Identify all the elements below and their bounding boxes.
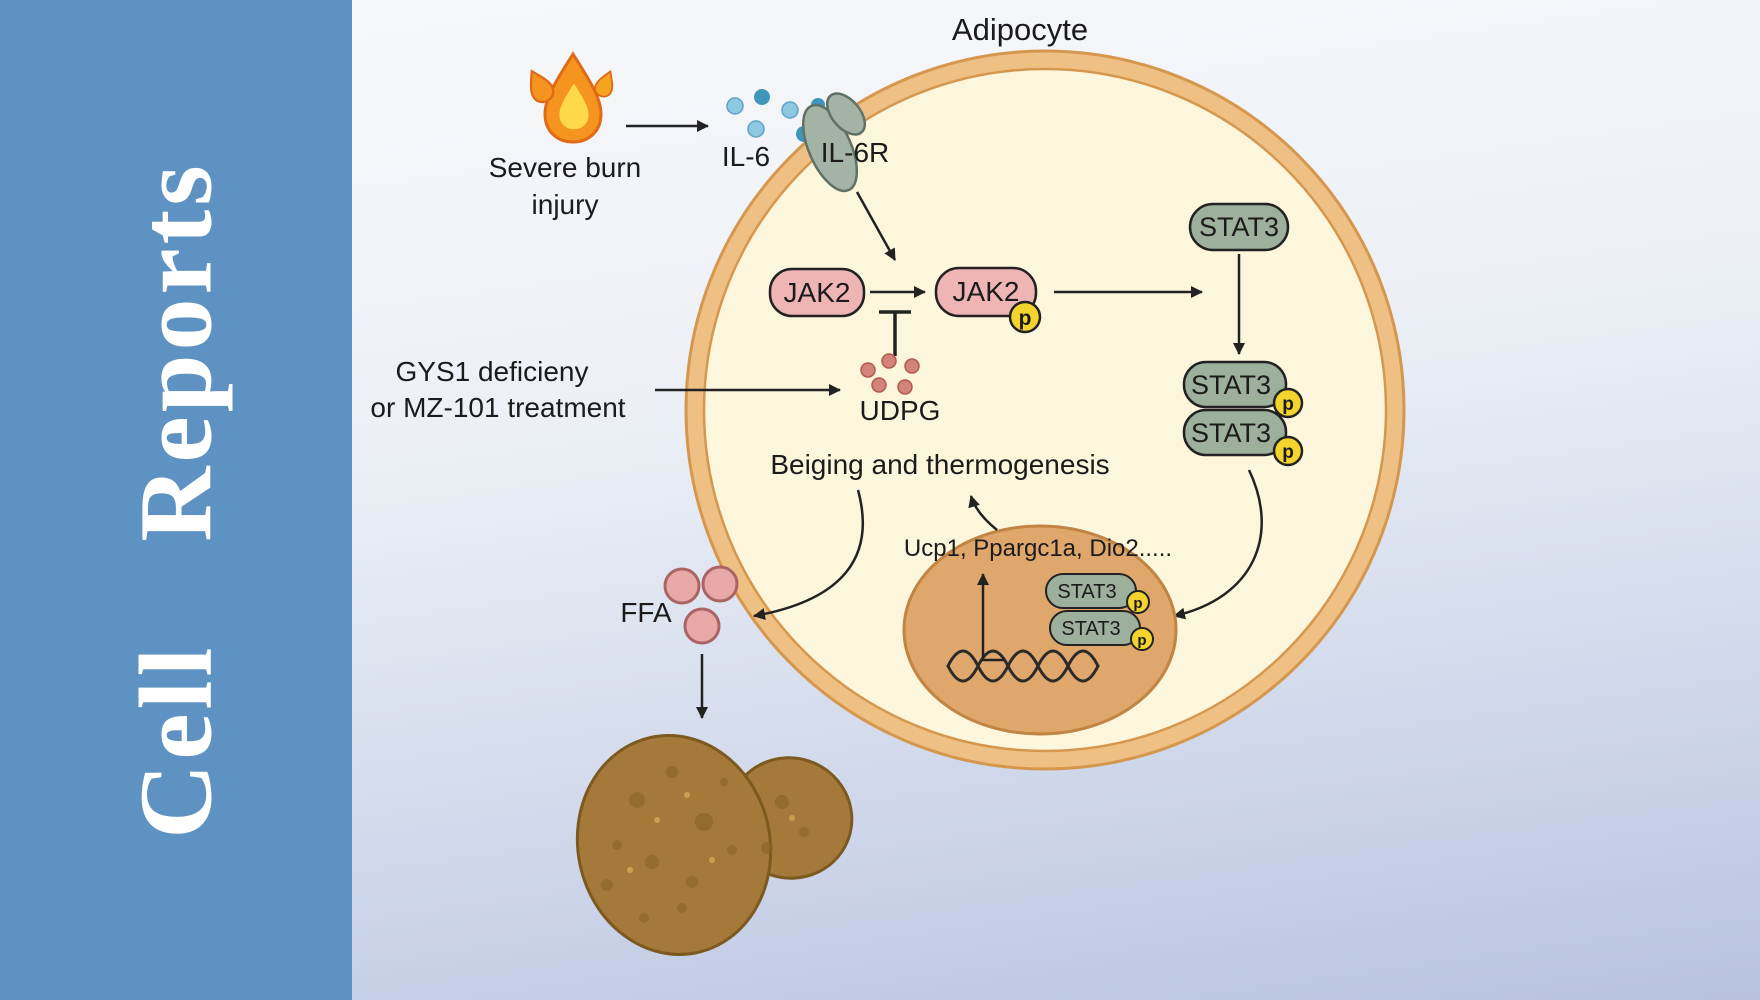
stat3-box xyxy=(1188,202,1290,252)
nucleus-stat3-bottom-label: STAT3 xyxy=(1061,618,1120,640)
liver-highlight-spots xyxy=(627,792,795,873)
intervention-label-line2: or MZ-101 treatment xyxy=(370,392,625,423)
udpg-dot xyxy=(881,353,897,369)
phospho-badge xyxy=(1272,387,1304,419)
dna-strand xyxy=(946,649,1100,683)
il6-dot xyxy=(747,120,765,138)
jak2-label: JAK2 xyxy=(784,277,851,308)
udpg-dot xyxy=(871,377,887,393)
stat3-dimer-top-label: STAT3 xyxy=(1191,370,1271,400)
il6-label: IL-6 xyxy=(722,141,770,172)
intervention-label-line1: GYS1 deficieny xyxy=(396,356,589,387)
arrow-dimer-to-nucleus xyxy=(1173,469,1263,620)
arrow-genes-to-process xyxy=(968,495,998,531)
stat3-dimer-bottom-label: STAT3 xyxy=(1191,418,1271,448)
udpg-label: UDPG xyxy=(860,395,941,426)
cell-membrane-outer-edge xyxy=(684,49,1406,771)
phospho-label: p xyxy=(1137,632,1146,649)
adipocyte-label: Adipocyte xyxy=(952,12,1088,47)
phospho-label: p xyxy=(1282,442,1294,463)
stat3-dimer-bottom-box xyxy=(1182,408,1288,457)
phospho-label: p xyxy=(1133,595,1142,612)
ffa-droplets xyxy=(663,565,739,645)
udpg-dots xyxy=(860,353,920,395)
severe-burn-label-line2: injury xyxy=(532,189,599,220)
udpg-dot xyxy=(904,358,920,374)
arrow-process-to-ffa xyxy=(753,489,864,620)
il6-dot xyxy=(754,89,770,105)
udpg-dot xyxy=(897,379,913,395)
phospho-label: p xyxy=(1019,307,1032,330)
liver-left-lobe xyxy=(575,734,773,956)
stat3-dimer-top-box xyxy=(1182,360,1288,409)
journal-name: Cell Reports xyxy=(118,161,234,839)
liver-spots xyxy=(601,766,809,923)
jak2-p-label: JAK2 xyxy=(953,276,1020,307)
dna-helix-icon xyxy=(946,649,1100,683)
il6r-label: IL-6R xyxy=(821,137,889,168)
phospho-label: p xyxy=(1282,394,1294,415)
stat3-label: STAT3 xyxy=(1199,212,1279,242)
ffa-droplet xyxy=(663,567,701,605)
phospho-badge xyxy=(1126,590,1150,614)
il6r-receptor-icon xyxy=(801,92,867,193)
ffa-droplet xyxy=(701,565,739,603)
jak2-p-box xyxy=(934,266,1038,318)
udpg-dot xyxy=(860,362,876,378)
liver-icon xyxy=(575,734,854,956)
phospho-badge xyxy=(1272,435,1304,467)
il6-dot xyxy=(781,101,799,119)
receptor-head xyxy=(825,92,867,136)
ffa-droplet xyxy=(683,607,721,645)
target-genes-label: Ucp1, Ppargc1a, Dio2..... xyxy=(904,535,1172,562)
cell-membrane-inner-edge xyxy=(702,67,1388,753)
il6-dot xyxy=(726,97,744,115)
phospho-badge xyxy=(1008,300,1042,334)
arrow-dna-to-genes xyxy=(977,573,1004,662)
nucleus-stat3-top-label: STAT3 xyxy=(1057,581,1116,603)
figure-panel: Adipocyte Severe burn injury IL-6 xyxy=(352,0,1760,1000)
severe-burn-label-line1: Severe burn xyxy=(489,152,642,183)
receptor-body xyxy=(801,103,859,193)
fire-icon xyxy=(521,52,620,144)
pathway-diagram: Adipocyte Severe burn injury IL-6 xyxy=(370,12,1406,956)
phospho-badge xyxy=(1130,627,1154,651)
journal-sidebar: Cell Reports xyxy=(0,0,352,1000)
arrow-receptor-to-jak2 xyxy=(855,191,897,261)
ffa-label: FFA xyxy=(620,597,672,628)
process-label: Beiging and thermogenesis xyxy=(770,449,1109,480)
jak2-box xyxy=(768,267,866,318)
dna-strand xyxy=(946,649,1100,683)
